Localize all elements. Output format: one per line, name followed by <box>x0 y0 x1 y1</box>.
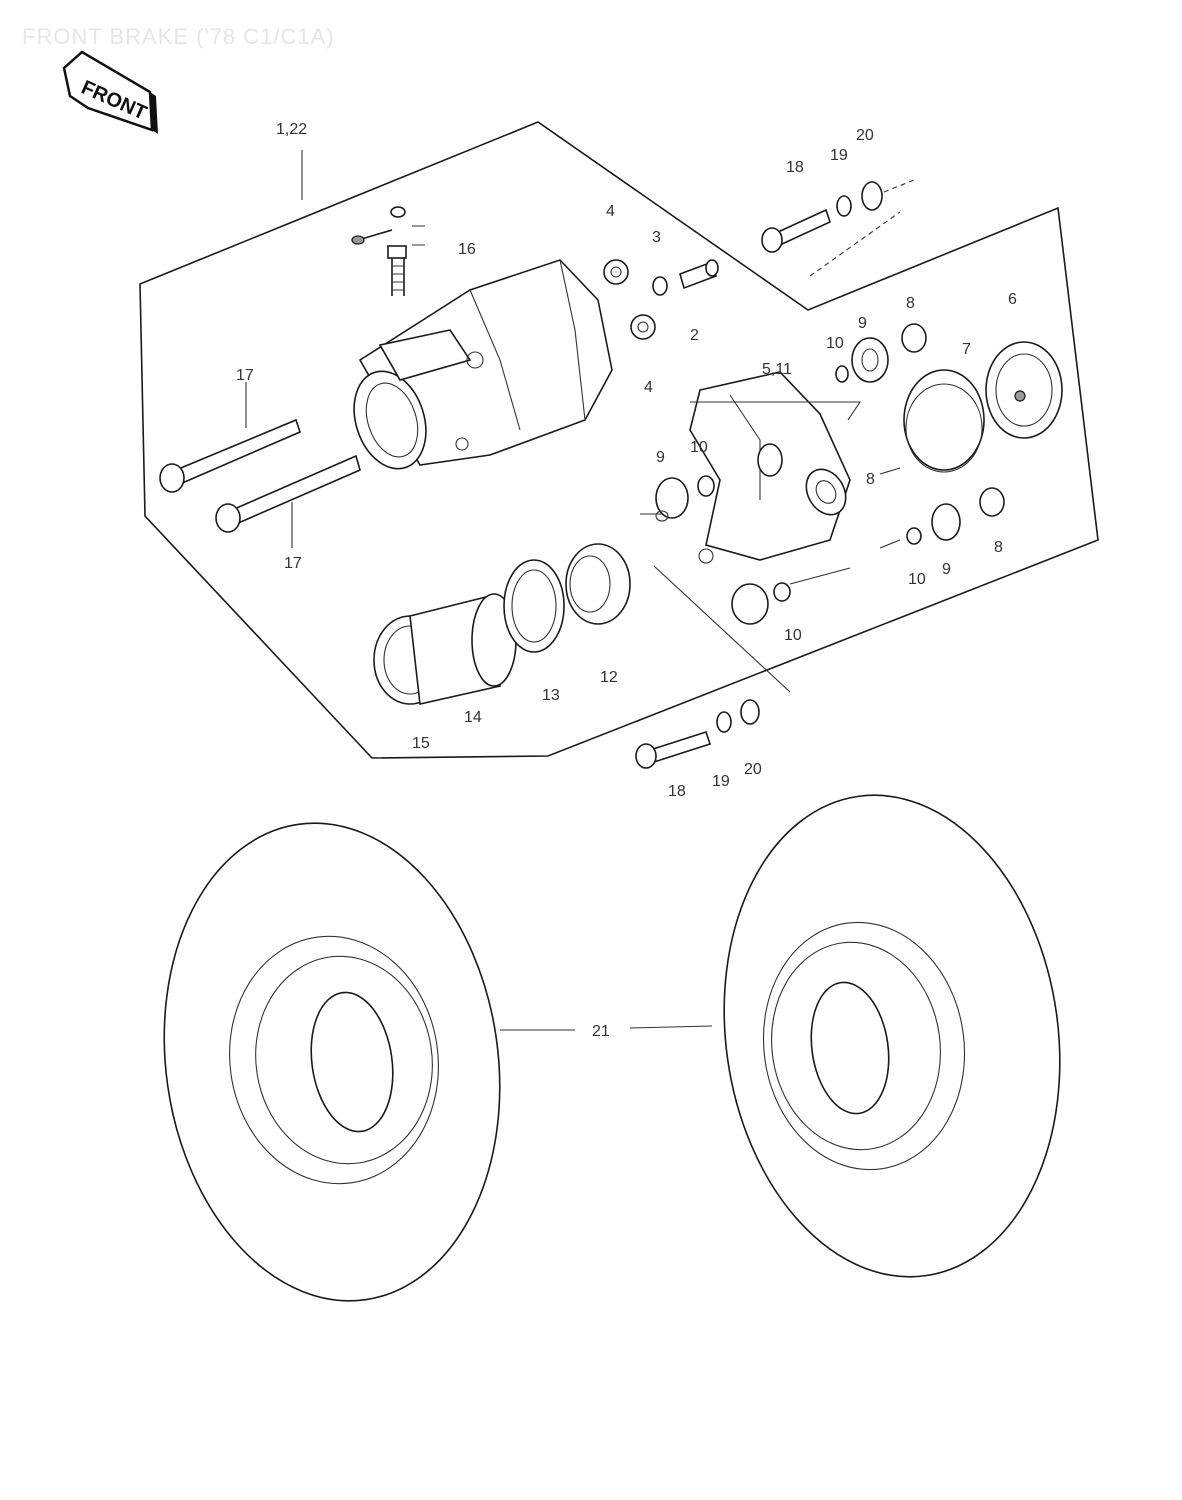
callout-assembly: 1,22 <box>276 121 307 138</box>
callout-bolt-17-top: 17 <box>236 367 254 384</box>
pad-6 <box>985 341 1063 439</box>
boot-8-bottom <box>979 487 1005 517</box>
callout-dust-seal-12: 12 <box>600 669 618 686</box>
pin-10-lower <box>731 582 791 625</box>
washer-20-bottom <box>740 699 760 725</box>
callout-bushing-9-bottom: 9 <box>942 561 951 578</box>
callout-boot-8-bottom: 8 <box>994 539 1003 556</box>
callout-disc: 21 <box>592 1023 610 1040</box>
callout-bushing-9-left: 9 <box>656 449 665 466</box>
callout-bolt-17-bottom: 17 <box>284 555 302 572</box>
cap-top <box>603 259 629 285</box>
seal-14 <box>409 593 517 705</box>
caliper-bracket <box>689 371 862 564</box>
callout-boot-8-top: 8 <box>906 295 915 312</box>
callout-washer-20-top: 20 <box>856 127 874 144</box>
pad-7 <box>903 369 985 473</box>
callout-seal-13: 13 <box>542 687 560 704</box>
callout-screw-bottom: 18 <box>668 783 686 800</box>
assembly-outline <box>139 121 1099 759</box>
seal-13 <box>503 559 565 653</box>
seal-10-bottom <box>906 527 922 545</box>
callout-screw-top: 18 <box>786 159 804 176</box>
bleeder-valve <box>351 206 425 296</box>
bushing-9-left <box>655 477 689 522</box>
washer-20-top <box>861 181 883 211</box>
callout-pin-10-top: 10 <box>690 439 708 456</box>
boot-8-top <box>901 323 927 353</box>
brake-disc-right <box>723 794 1061 1278</box>
callout-pad-6: 6 <box>1008 291 1017 308</box>
screw-18-top <box>761 208 831 253</box>
callout-washer-3: 3 <box>652 229 661 246</box>
bushing-9-bottom <box>931 503 961 541</box>
callout-bolt-2: 2 <box>690 327 699 344</box>
bolt-2 <box>679 259 719 290</box>
callout-piston-15: 15 <box>412 735 430 752</box>
brake-disc-left <box>163 822 501 1302</box>
callout-washer-20-bottom: 20 <box>744 761 762 778</box>
callout-shim-8: 8 <box>866 471 875 488</box>
bolt-17-bottom <box>215 454 361 533</box>
cap-bottom <box>630 314 656 340</box>
seal-10-right <box>697 475 715 497</box>
callout-pin-10-lower: 10 <box>784 627 802 644</box>
washer-19-bottom <box>716 711 732 733</box>
dust-seal-12 <box>565 543 631 625</box>
bolt-17-top <box>159 418 301 493</box>
screw-18-bottom <box>635 730 712 769</box>
front-arrow-icon: FRONT <box>62 50 158 134</box>
washer-19-top <box>836 195 852 217</box>
callout-pad-7: 7 <box>962 341 971 358</box>
callout-seal-10-right: 10 <box>826 335 844 352</box>
callout-seal-10-bottom: 10 <box>908 571 926 588</box>
callout-cap-bottom: 4 <box>644 379 653 396</box>
caliper-body <box>353 259 613 470</box>
callout-bleeder: 16 <box>458 241 476 258</box>
callout-bushing-9-right: 9 <box>858 315 867 332</box>
callout-seal-14: 14 <box>464 709 482 726</box>
callout-washer-19-top: 19 <box>830 147 848 164</box>
washer-3 <box>652 276 668 296</box>
callout-cap-top: 4 <box>606 203 615 220</box>
page-title: FRONT BRAKE ('78 C1/C1A) <box>22 24 335 49</box>
callout-washer-19-bottom: 19 <box>712 773 730 790</box>
bushing-9-right <box>851 337 889 383</box>
callout-bracket: 5,11 <box>762 361 792 378</box>
